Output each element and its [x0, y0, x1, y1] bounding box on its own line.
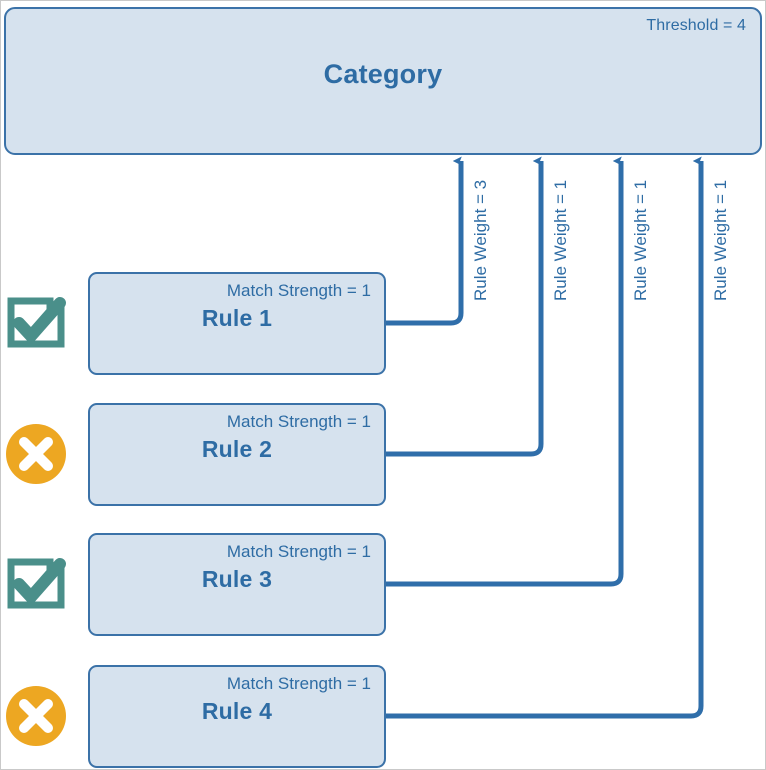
check-box-icon — [4, 552, 68, 616]
connector-rule-1 — [386, 156, 464, 326]
connector-rule-3 — [386, 156, 624, 587]
rule-box-3[interactable]: Match Strength = 1 Rule 3 — [88, 533, 386, 636]
rule-weight-label-4: Rule Weight = 1 — [711, 179, 730, 301]
match-strength-label-1: Match Strength = 1 — [226, 281, 371, 300]
connector-rule-2 — [386, 156, 544, 457]
match-strength-label-3: Match Strength = 1 — [226, 542, 371, 561]
rule-title-1: Rule 1 — [201, 305, 273, 331]
threshold-label: Threshold = 4 — [646, 17, 746, 34]
rule-title-2: Rule 2 — [201, 436, 273, 462]
page-title: Category — [323, 59, 443, 89]
connector-rule-4 — [386, 156, 704, 719]
rule-box-1[interactable]: Match Strength = 1 Rule 1 — [88, 272, 386, 375]
match-strength-label-4: Match Strength = 1 — [226, 674, 371, 693]
rule-title-4: Rule 4 — [201, 698, 273, 724]
rule-box-2[interactable]: Match Strength = 1 Rule 2 — [88, 403, 386, 506]
match-strength-label-2: Match Strength = 1 — [226, 412, 371, 431]
check-box-icon — [4, 291, 68, 355]
rule-weight-label-1: Rule Weight = 3 — [471, 179, 490, 301]
rule-title-3: Rule 3 — [201, 566, 273, 592]
rule-weight-label-3: Rule Weight = 1 — [631, 179, 650, 301]
cross-circle-icon — [4, 422, 68, 486]
category-box: Threshold = 4 Category — [4, 7, 762, 155]
rule-weight-label-2: Rule Weight = 1 — [551, 179, 570, 301]
rule-box-4[interactable]: Match Strength = 1 Rule 4 — [88, 665, 386, 768]
cross-circle-icon — [4, 684, 68, 748]
